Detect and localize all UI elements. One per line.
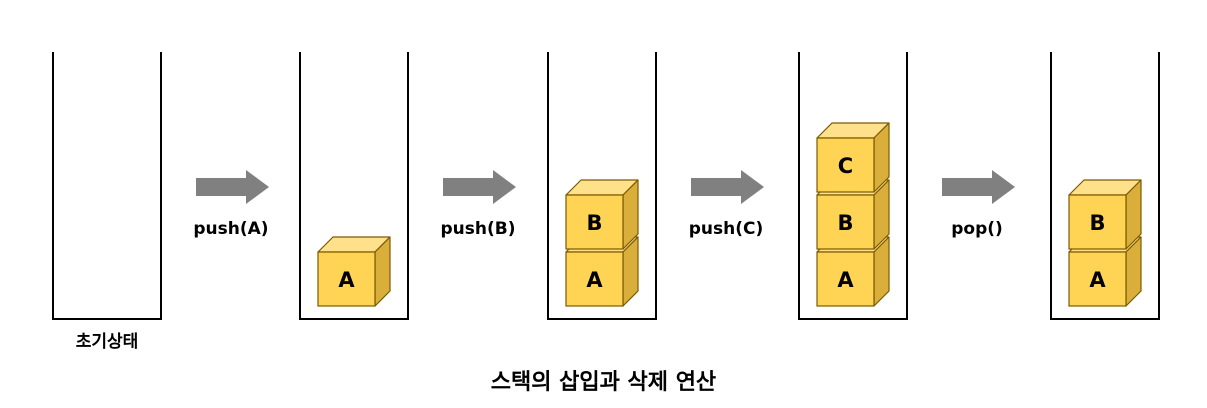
block-letter: A <box>1089 268 1106 292</box>
stack-container-after-push-a: A <box>299 52 409 320</box>
stack-block-a: A <box>816 236 890 307</box>
block-front-face <box>1068 194 1127 250</box>
block-front-face <box>1068 251 1127 307</box>
stack-container-outline <box>798 52 908 320</box>
block-front-face <box>565 251 624 307</box>
stack-container-after-pop: AB <box>1050 52 1160 320</box>
operation-pop: pop() <box>942 170 1015 239</box>
stack-block-a: A <box>317 236 391 307</box>
right-arrow-icon <box>691 170 764 204</box>
block-front-face <box>317 251 376 307</box>
block-front-face <box>565 194 624 250</box>
stack-container-initial: 초기상태 <box>52 52 162 352</box>
diagram-title: 스택의 삽입과 삭제 연산 <box>490 370 717 395</box>
stack-block-b: B <box>565 179 639 250</box>
operation-label: push(C) <box>689 219 764 239</box>
block-letter: B <box>837 211 853 235</box>
stack-container-after-push-b: AB <box>547 52 657 320</box>
stack-container-outline <box>52 52 162 320</box>
block-front-face <box>816 137 875 193</box>
stack-block-c: C <box>816 122 890 193</box>
right-arrow-icon <box>196 170 269 204</box>
stack-container-outline <box>1050 52 1160 320</box>
stack-container-after-push-c: A B C <box>798 52 908 320</box>
block-letter: A <box>586 268 603 292</box>
stack-container-outline <box>299 52 409 320</box>
operation-push-b: push(B) <box>441 170 516 239</box>
block-letter: B <box>586 211 602 235</box>
block-letter: A <box>338 268 355 292</box>
operation-push-c: push(C) <box>689 170 764 239</box>
stack-container-outline <box>547 52 657 320</box>
right-arrow-icon <box>942 170 1015 204</box>
right-arrow-icon <box>443 170 516 204</box>
stack-block-b: B <box>1068 179 1142 250</box>
block-letter: C <box>838 154 853 178</box>
block-front-face <box>816 251 875 307</box>
operation-label: push(A) <box>193 219 268 239</box>
state-label: 초기상태 <box>76 332 139 352</box>
block-letter: B <box>1089 211 1105 235</box>
operation-label: push(B) <box>441 219 516 239</box>
block-letter: A <box>837 268 854 292</box>
block-front-face <box>816 194 875 250</box>
operation-push-a: push(A) <box>193 170 269 239</box>
operation-label: pop() <box>951 219 1003 239</box>
